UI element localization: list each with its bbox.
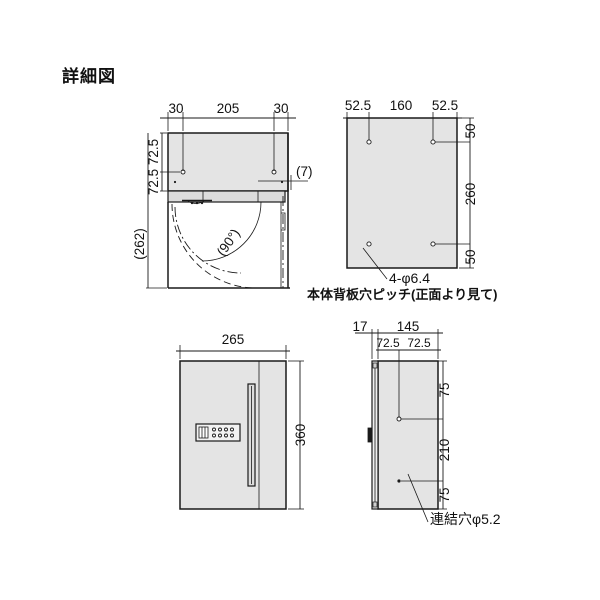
top-plan-dim-72-5-upper: 72.5 [146,139,161,165]
side-hole-upper [396,416,402,422]
back-panel-hole-bottom-left [366,241,372,247]
top-plan-dim-205: 205 [217,101,240,116]
side-dim-145: 145 [397,319,420,334]
back-panel-dim-260: 260 [463,183,478,206]
keypad-button-3 [224,427,228,432]
top-plan-dot-left [173,180,177,184]
top-plan-dim-262: (262) [132,228,147,260]
keypad-button-1 [212,427,216,432]
keypad-button-5 [212,433,216,438]
keypad-buttons [212,427,234,438]
keypad-button-6 [218,433,222,438]
keypad-button-7 [224,433,228,438]
top-plan-dim-30-right: 30 [273,101,288,116]
side-dim-17: 17 [352,319,367,334]
keypad-button-4 [230,427,234,432]
top-plan-dim-72-5-lower: 72.5 [146,169,161,195]
top-plan-door-band [167,190,286,203]
back-panel-dim-160: 160 [390,98,413,113]
back-panel-caption: 本体背板穴ピッチ(正面より見て) [307,287,497,302]
top-plan-view: (90°) 30 205 30 72.5 72.5 [132,101,313,289]
hinge-dot-3 [200,201,204,205]
mount-panel-notch [281,212,286,231]
swing-angle-label: (90°) [214,226,243,259]
side-hinge-top [372,362,378,369]
back-panel-dim-52-5-right: 52.5 [432,98,458,113]
door-swing-arc-outer [171,203,257,289]
keypad-button-8 [230,433,234,438]
top-plan-dot-right [280,180,284,184]
top-plan-dim-7: (7) [296,164,313,179]
back-panel-body [346,117,458,269]
back-panel-hole-pitch-view: 52.5 160 52.5 50 260 50 4-φ6.4 本体背板穴ピッチ(… [307,98,497,302]
side-elevation-view: 17 145 72.5 72.5 75 210 75 連結穴φ5.2 [352,319,500,527]
door-swing-arc-90 [201,201,262,262]
side-dim-75-bottom: 75 [437,487,452,502]
front-dim-265: 265 [222,332,245,347]
back-panel-hole-top-left [366,139,372,145]
side-dim-210: 210 [437,439,452,462]
door-swing-arc-mid [174,206,242,274]
side-dim-72-5-right: 72.5 [407,336,431,350]
side-hole-lower [397,479,401,483]
side-hole-label-leader [407,473,429,523]
top-plan-dim-30-left: 30 [168,101,183,116]
back-panel-hole-label: 4-φ6.4 [389,270,430,286]
keypad-dial [198,426,209,439]
side-handle [367,427,373,443]
front-elevation-view: 265 360 [176,332,308,510]
side-hinge-bottom [372,501,378,508]
front-dim-360: 360 [293,424,308,447]
page-title: 詳細図 [62,67,116,86]
hinge-dot-1 [190,201,194,205]
keypad-button-2 [218,427,222,432]
back-panel-dim-50-top: 50 [463,123,478,138]
top-plan-body [167,132,289,192]
side-dim-75-top: 75 [437,382,452,397]
side-body [377,360,439,510]
back-panel-hole-label-leader [362,247,388,280]
side-dim-72-5-left: 72.5 [376,336,400,350]
side-hole-label: 連結穴φ5.2 [430,511,501,527]
hinge-dot-2 [195,201,199,205]
back-panel-hole-top-right [430,139,436,145]
back-panel-hole-bottom-right [430,241,436,247]
back-panel-dim-50-bottom: 50 [463,249,478,264]
back-panel-dim-52-5-left: 52.5 [345,98,371,113]
